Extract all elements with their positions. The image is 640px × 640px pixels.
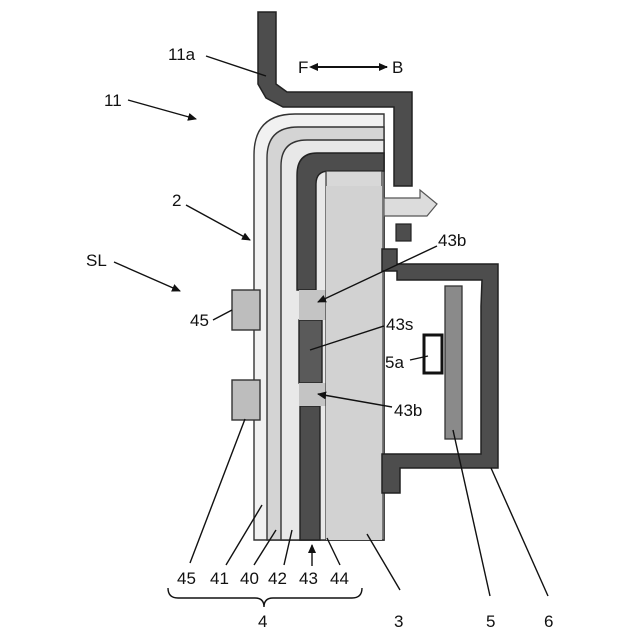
- label-3: 3: [394, 612, 403, 631]
- block-45-lower: [232, 380, 260, 420]
- label-11: 11: [104, 91, 122, 110]
- label-42: 42: [268, 569, 287, 588]
- label-43s: 43s: [386, 315, 413, 334]
- gap-43b-top: [299, 290, 326, 320]
- small-tab: [396, 224, 411, 241]
- board-5: [445, 286, 462, 439]
- label-45-bottom: 45: [177, 569, 196, 588]
- label-B: B: [392, 58, 403, 77]
- label-F: F: [298, 58, 308, 77]
- label-43b-bottom: 43b: [394, 401, 422, 420]
- label-11a: 11a: [168, 45, 196, 64]
- label-45-side: 45: [190, 311, 209, 330]
- component-5a: [424, 335, 442, 373]
- label-5: 5: [486, 612, 495, 631]
- layer-43-bottom: [300, 406, 320, 540]
- label-44: 44: [330, 569, 349, 588]
- label-41: 41: [210, 569, 229, 588]
- layer-43-sensor-43s: [299, 320, 322, 383]
- label-SL: SL: [86, 251, 107, 270]
- label-6: 6: [544, 612, 553, 631]
- brace-4: [168, 588, 362, 607]
- label-43: 43: [299, 569, 318, 588]
- block-45-upper: [232, 290, 260, 330]
- label-40: 40: [240, 569, 259, 588]
- label-43b-top: 43b: [438, 231, 466, 250]
- label-5a: 5a: [385, 353, 404, 372]
- label-2: 2: [172, 191, 181, 210]
- label-4: 4: [258, 612, 267, 631]
- light-bracket: [384, 190, 437, 216]
- block-3: [326, 186, 382, 540]
